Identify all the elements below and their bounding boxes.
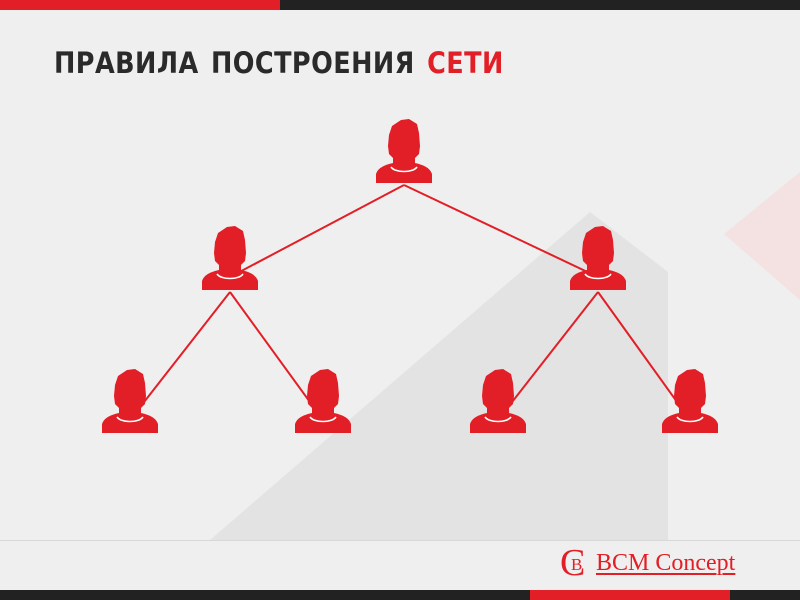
background-triangle [210,212,668,540]
title-word: ПОСТРОЕНИЯ [210,46,415,80]
arrow-edge-mid-right-to-leaf-3 [498,291,599,420]
arrow-edge-top-to-mid-right [403,184,598,277]
brand-logo: C B BCM Concept [560,542,736,584]
page-title: ПРАВИЛА ПОСТРОЕНИЯ СЕТИ [54,46,504,80]
brand-mark-icon: C B [560,542,594,584]
person-icon-leaf-4 [662,369,718,433]
footer-divider [0,540,800,541]
brand-mark-inner: B [571,555,583,574]
edges-layer [130,184,690,420]
background-accent-shape [724,172,800,300]
bottom-bar-accent [530,590,730,600]
person-icon-leaf-1 [102,369,158,433]
person-icon-leaf-3 [470,369,526,433]
title-word: ПРАВИЛА [54,46,199,80]
person-icon-mid-left [202,226,258,290]
nodes-layer [102,119,718,433]
brand-name: BCM Concept [596,549,736,576]
arrow-edge-top-to-mid-left [230,184,405,277]
person-icon-mid-right [570,226,626,290]
person-icon-leaf-2 [295,369,351,433]
arrow-edge-mid-left-to-leaf-1 [130,291,231,420]
title-accent-word: СЕТИ [427,46,504,80]
brand-mark-outer: C [560,542,586,584]
top-bar [0,0,800,10]
top-bar-accent [0,0,280,10]
bottom-bar [0,590,800,600]
person-icon-top [376,119,432,183]
